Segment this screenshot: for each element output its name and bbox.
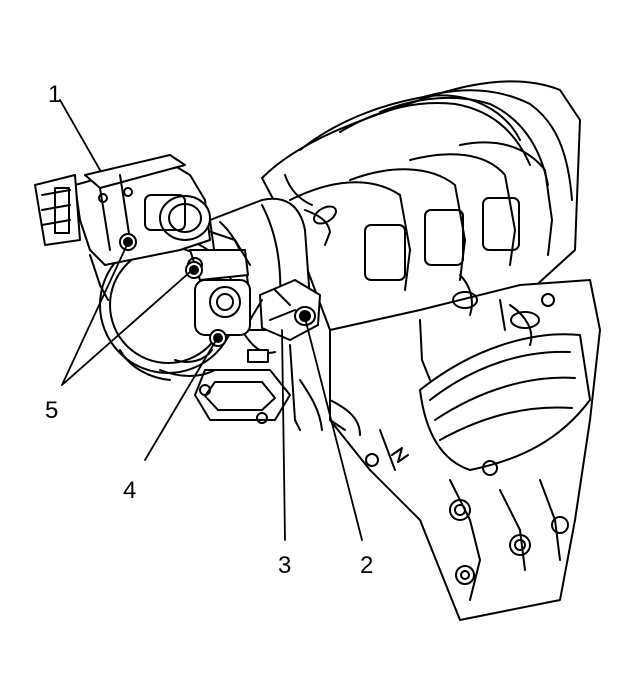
leader-3	[281, 329, 286, 541]
throttle-body-bolts	[119, 233, 203, 279]
callout-labels: 1 2 3 4 5	[45, 81, 373, 579]
leader-5a	[61, 246, 127, 386]
leader-2	[305, 321, 363, 541]
leader-1	[59, 99, 101, 171]
callout-5: 5	[45, 397, 58, 424]
callout-2: 2	[360, 552, 373, 579]
lower-bracket	[194, 344, 323, 431]
throttle-actuator	[34, 154, 211, 301]
callout-1: 1	[48, 81, 61, 108]
callout-4: 4	[123, 477, 136, 504]
leader-5b	[61, 271, 191, 386]
callout-3: 3	[278, 552, 291, 579]
leader-lines	[59, 99, 363, 541]
sensor-assembly	[244, 279, 321, 363]
lower-throttle-bolt	[209, 329, 227, 347]
leader-4	[144, 341, 216, 461]
engine-block	[329, 274, 601, 621]
